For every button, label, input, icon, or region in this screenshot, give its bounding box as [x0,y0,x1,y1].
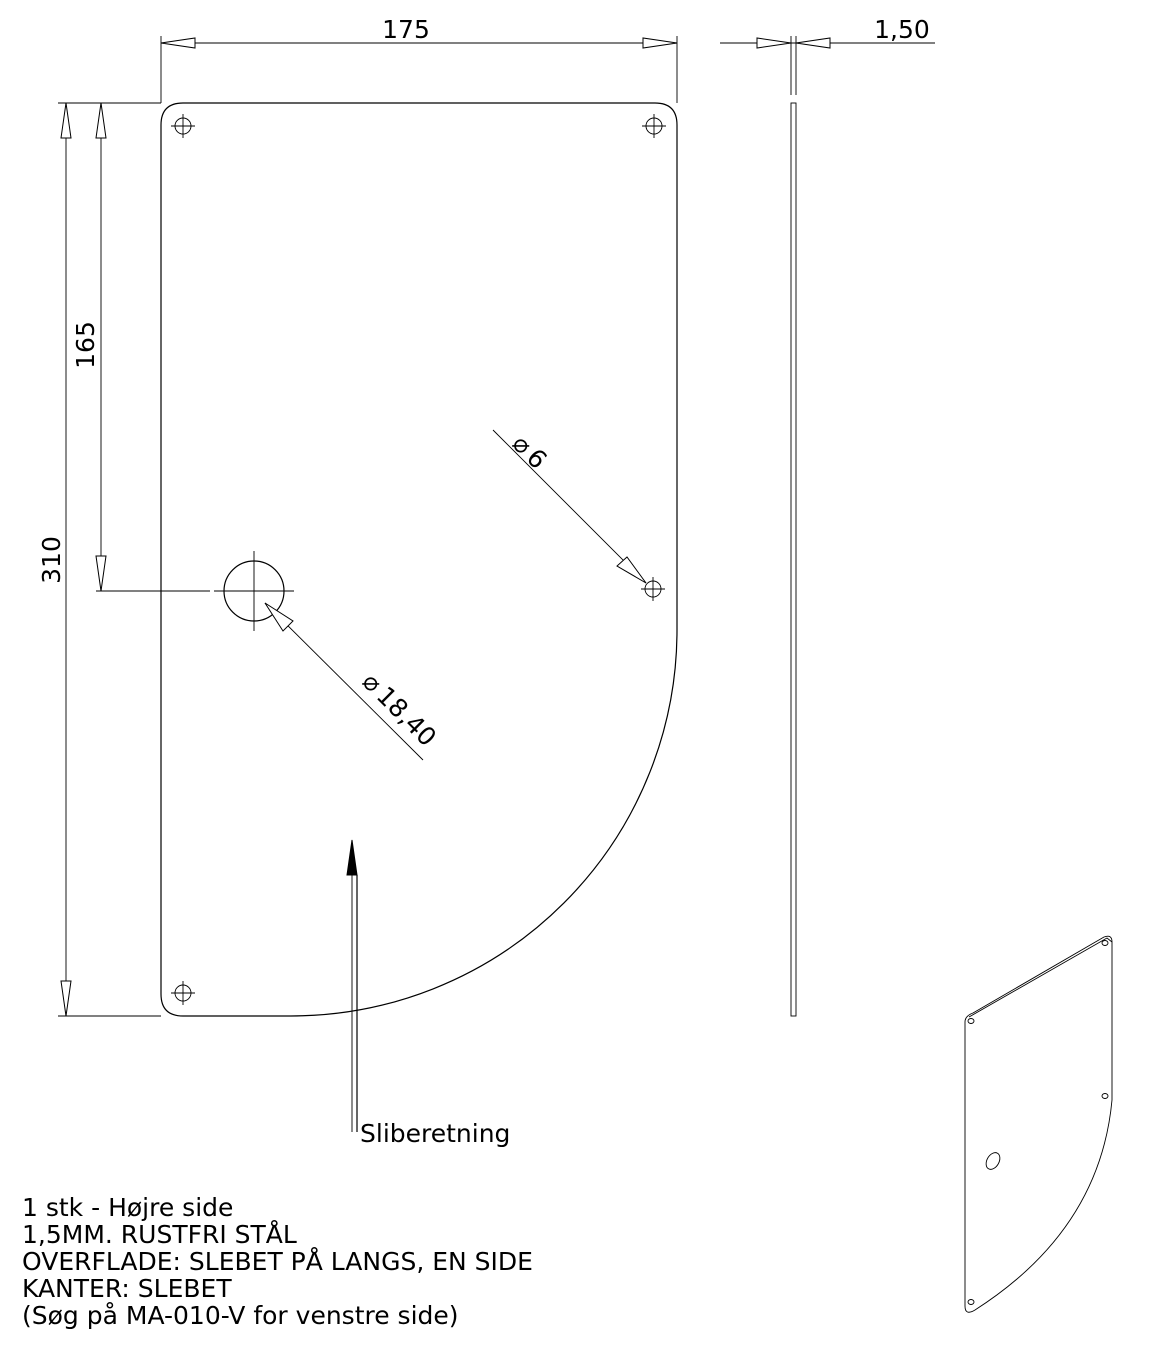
dimension-width: 175 [160,15,678,103]
grain-direction-label: Sliberetning [360,1119,510,1148]
note-line-2: 1,5MM. RUSTFRI STÅL [22,1220,297,1249]
mounting-hole-top-left [171,114,195,138]
dimension-height-hole: 165 [71,102,210,592]
plate-outline [160,102,678,1017]
dimension-thickness-label: 1,50 [874,15,930,44]
mounting-hole-right [641,577,665,601]
grain-direction-arrow: Sliberetning [346,839,510,1148]
mounting-hole-top-right [642,114,666,138]
mounting-hole-bottom-left [171,981,195,1005]
large-hole-diameter-label: 18,40 [371,681,442,752]
note-line-1: 1 stk - Højre side [22,1193,233,1222]
note-line-5: (Søg på MA-010-V for venstre side) [22,1301,459,1330]
side-view: 1,50 [720,15,935,1017]
notes-block: 1 stk - Højre side 1,5MM. RUSTFRI STÅL O… [22,1193,533,1330]
note-line-3: OVERFLADE: SLEBET PÅ LANGS, EN SIDE [22,1247,533,1276]
dimension-height-total-label: 310 [37,536,66,584]
dimension-height-hole-label: 165 [71,321,100,369]
isometric-view [964,935,1113,1313]
dimension-height-total: 310 [37,102,161,1017]
note-line-4: KANTER: SLEBET [22,1274,232,1303]
leader-small-hole: ⌀ 6 [492,429,647,584]
dimension-width-label: 175 [382,15,430,44]
large-hole [214,551,294,631]
leader-large-hole: ⌀ 18,40 [264,602,442,761]
